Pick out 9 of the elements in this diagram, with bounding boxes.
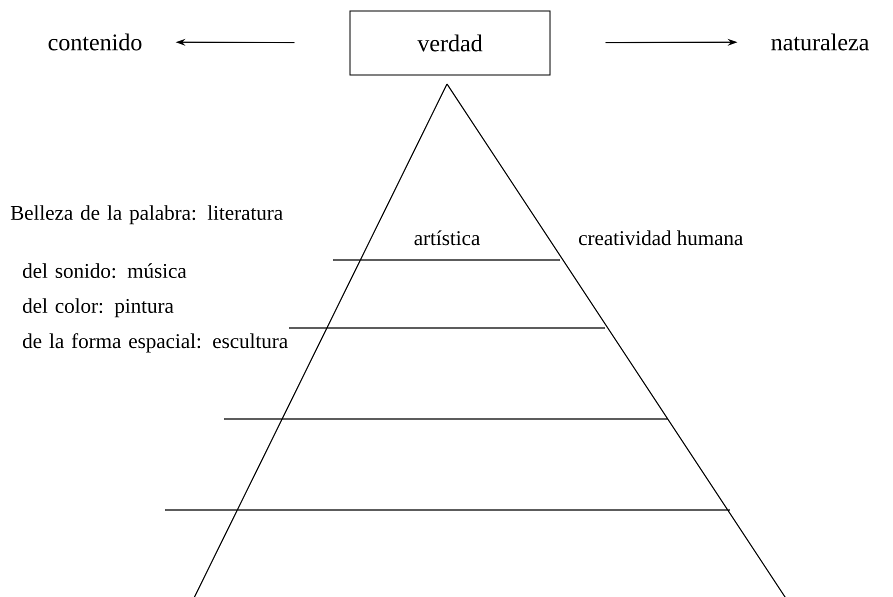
label-text: creatividad humana <box>579 230 743 246</box>
text-box: verdad <box>350 10 550 76</box>
label-text: del color: pintura <box>22 298 174 318</box>
label-text: Belleza de la palabra: literatura <box>10 205 283 224</box>
label-text: artística <box>414 230 480 246</box>
label-text: contenido <box>48 34 142 50</box>
label-text: naturaleza <box>771 34 869 50</box>
label-text: de la forma espacial: escultura <box>22 333 288 352</box>
label-text: del sonido: música <box>22 263 186 278</box>
